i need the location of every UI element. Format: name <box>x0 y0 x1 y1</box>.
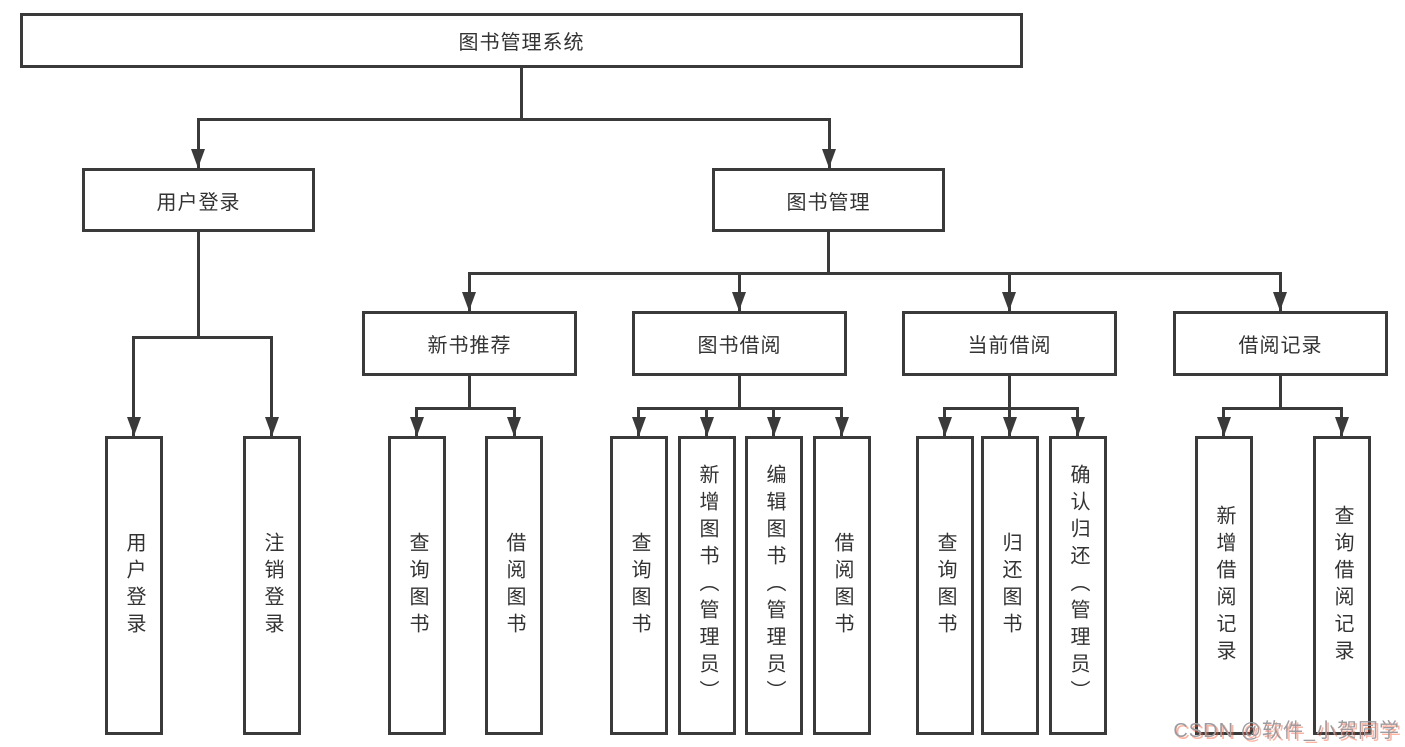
arrow-down-icon <box>822 149 836 168</box>
leaf-label: 编辑图书（管理员） <box>763 464 785 707</box>
leaf-label: 新增图书（管理员） <box>696 464 718 707</box>
arrow-down-icon <box>462 292 476 311</box>
arrow-down-icon <box>732 292 746 311</box>
connector-vline <box>1279 376 1282 409</box>
node-label: 图书借阅 <box>697 335 782 357</box>
node-borrowing-records: 借阅记录 <box>1173 311 1388 376</box>
connector-vline <box>1008 376 1011 409</box>
node-book-borrowing: 图书借阅 <box>632 311 847 376</box>
arrow-down-icon <box>265 417 279 436</box>
arrow-down-icon <box>507 417 521 436</box>
leaf-label: 归还图书 <box>999 531 1021 640</box>
leaf-borrow-books-recommend: 借阅图书 <box>485 436 543 735</box>
csdn-watermark: CSDN @软件_小贺同学 <box>1173 720 1400 742</box>
arrow-down-icon <box>191 149 205 168</box>
leaf-query-books-current: 查询图书 <box>916 436 974 735</box>
connector-vline <box>827 232 830 274</box>
leaf-query-books-borrowing: 查询图书 <box>610 436 668 735</box>
connector-vline <box>520 68 523 120</box>
node-label: 借阅记录 <box>1238 335 1323 357</box>
connector-vline <box>1279 272 1282 311</box>
connector-vline <box>828 118 831 168</box>
leaf-label: 借阅图书 <box>503 531 525 640</box>
leaf-user-login: 用户登录 <box>105 436 163 735</box>
leaf-label: 用户登录 <box>123 531 145 640</box>
connector-hline <box>197 118 831 121</box>
connector-vline <box>270 336 273 436</box>
leaf-confirm-return-admin: 确认归还（管理员） <box>1049 436 1107 735</box>
leaf-edit-book-admin: 编辑图书（管理员） <box>745 436 803 735</box>
leaf-label: 查询图书 <box>934 531 956 640</box>
connector-vline <box>468 376 471 409</box>
node-book-management: 图书管理 <box>712 168 945 232</box>
leaf-label: 查询图书 <box>406 531 428 640</box>
leaf-logout: 注销登录 <box>243 436 301 735</box>
connector-vline <box>468 272 471 311</box>
node-user-login: 用户登录 <box>82 168 315 232</box>
connector-vline <box>197 232 200 338</box>
leaf-label: 查询借阅记录 <box>1331 504 1353 667</box>
arrow-down-icon <box>835 417 849 436</box>
arrow-down-icon <box>938 417 952 436</box>
node-label: 当前借阅 <box>967 335 1052 357</box>
connector-hline <box>1222 407 1342 410</box>
arrow-down-icon <box>1071 417 1085 436</box>
node-current-borrowing: 当前借阅 <box>902 311 1117 376</box>
leaf-label: 借阅图书 <box>831 531 853 640</box>
connector-hline <box>637 407 842 410</box>
connector-hline <box>132 336 273 339</box>
node-label: 用户登录 <box>156 191 241 214</box>
connector-hline <box>468 272 1281 275</box>
connector-vline <box>132 336 135 436</box>
arrow-down-icon <box>767 417 781 436</box>
leaf-label: 确认归还（管理员） <box>1067 464 1089 707</box>
leaf-query-borrow-record: 查询借阅记录 <box>1313 436 1371 735</box>
node-library-management-system: 图书管理系统 <box>20 13 1023 68</box>
connector-vline <box>738 376 741 409</box>
connector-vline <box>738 272 741 311</box>
leaf-borrow-books-borrowing: 借阅图书 <box>813 436 871 735</box>
arrow-down-icon <box>1335 417 1349 436</box>
arrow-down-icon <box>410 417 424 436</box>
arrow-down-icon <box>700 417 714 436</box>
leaf-query-books-recommend: 查询图书 <box>388 436 446 735</box>
leaf-label: 注销登录 <box>261 531 283 640</box>
connector-vline <box>1008 272 1011 311</box>
leaf-add-borrow-record: 新增借阅记录 <box>1195 436 1253 735</box>
leaf-label: 查询图书 <box>628 531 650 640</box>
connector-vline <box>197 118 200 168</box>
arrow-down-icon <box>1003 417 1017 436</box>
arrow-down-icon <box>1273 292 1287 311</box>
arrow-down-icon <box>1002 292 1016 311</box>
leaf-label: 新增借阅记录 <box>1213 504 1235 667</box>
arrow-down-icon <box>632 417 646 436</box>
node-new-book-recommendation: 新书推荐 <box>362 311 577 376</box>
arrow-down-icon <box>127 417 141 436</box>
leaf-return-books: 归还图书 <box>981 436 1039 735</box>
node-label: 图书管理 <box>786 191 871 214</box>
node-label: 图书管理系统 <box>458 32 585 54</box>
connector-hline <box>415 407 516 410</box>
node-label: 新书推荐 <box>427 335 512 357</box>
arrow-down-icon <box>1217 417 1231 436</box>
leaf-add-book-admin: 新增图书（管理员） <box>678 436 736 735</box>
